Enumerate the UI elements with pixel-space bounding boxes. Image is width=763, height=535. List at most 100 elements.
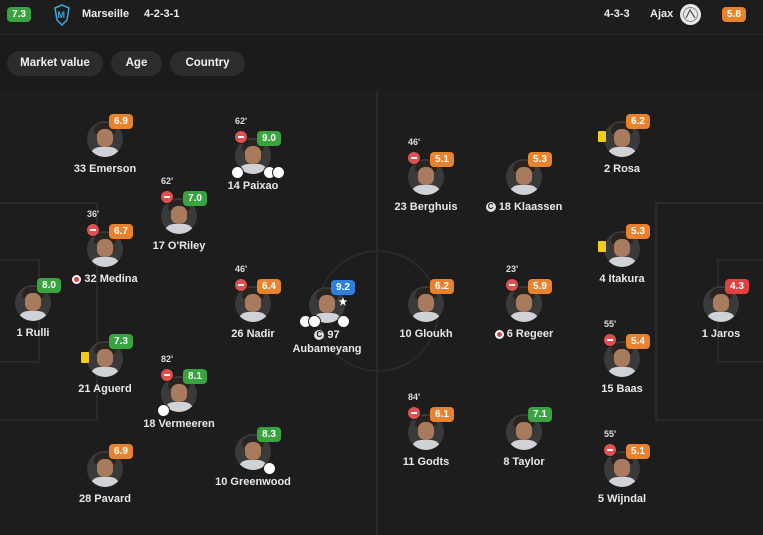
player-rating: 6.1 xyxy=(430,407,454,422)
player-rating: 5.3 xyxy=(528,152,552,167)
player-rating: 6.2 xyxy=(626,114,650,129)
sub-off-icon xyxy=(234,130,248,144)
sub-time: 82' xyxy=(161,354,174,364)
player-name: 21 Aguerd xyxy=(78,383,132,395)
player-name: 32 Medina xyxy=(25,273,185,285)
player-name: 14 Paixao xyxy=(227,180,279,192)
player-avatar xyxy=(87,341,123,377)
sub-off-icon xyxy=(603,443,617,457)
away-team-name[interactable]: Ajax xyxy=(650,8,674,20)
player-rating: 6.2 xyxy=(430,279,454,294)
assist-boot-icon xyxy=(308,315,321,328)
home-team-rating: 7.3 xyxy=(7,7,31,22)
home-team-name[interactable]: Marseille xyxy=(82,8,130,20)
goal-ball-icon xyxy=(272,166,285,179)
player-name: 26 Nadir xyxy=(231,328,275,340)
pitch xyxy=(0,91,763,535)
player-avatar xyxy=(703,286,739,322)
player-rating: 9.0 xyxy=(257,131,281,146)
captain-icon: C xyxy=(485,202,496,213)
player-avatar xyxy=(87,121,123,157)
left-penalty-box xyxy=(0,202,98,421)
ajax-crest-icon xyxy=(680,4,701,25)
player-rating: 5.9 xyxy=(528,279,552,294)
player-rating: 5.3 xyxy=(626,224,650,239)
player-rating: 6.7 xyxy=(109,224,133,239)
player-rating: 9.2 ★ xyxy=(331,280,355,308)
player-name: 28 Pavard xyxy=(79,493,131,505)
player-name: 18 Vermeeren xyxy=(143,418,215,430)
player-name: 2 Rosa xyxy=(603,163,641,175)
sub-time: 55' xyxy=(604,319,617,329)
player-name: 17 O'Riley xyxy=(152,240,206,252)
sub-time: 23' xyxy=(506,264,519,274)
player-name: 15 Baas xyxy=(601,383,643,395)
country-filter[interactable]: Country xyxy=(170,51,245,76)
player-rating: 5.1 xyxy=(430,152,454,167)
player-avatar xyxy=(87,231,123,267)
sub-time: 55' xyxy=(604,429,617,439)
goal-ball-icon xyxy=(337,315,350,328)
player-avatar xyxy=(15,285,51,321)
red-marker-icon xyxy=(494,329,504,339)
player-name: 11 Godts xyxy=(402,456,450,468)
sub-time: 46' xyxy=(235,264,248,274)
player-rating: 6.9 xyxy=(109,444,133,459)
assist-boot-icon xyxy=(231,166,244,179)
captain-icon: C xyxy=(314,330,325,341)
player-name: 10 Gloukh xyxy=(399,328,453,340)
sub-time: 46' xyxy=(408,137,421,147)
player-name: Aubameyang xyxy=(292,343,362,355)
sub-time: 36' xyxy=(87,209,100,219)
player-name: 1 Jaros xyxy=(701,328,741,340)
away-team-rating: 5.8 xyxy=(722,7,746,22)
sub-off-icon xyxy=(603,333,617,347)
marseille-crest-icon: M xyxy=(53,4,71,27)
player-avatar xyxy=(506,286,542,322)
sub-time: 62' xyxy=(161,176,174,186)
sub-off-icon xyxy=(160,190,174,204)
player-rating: 8.1 xyxy=(183,369,207,384)
yellow-card-icon xyxy=(598,131,606,142)
player-name: 8 Taylor xyxy=(503,456,545,468)
player-avatar xyxy=(87,451,123,487)
assist-boot-icon xyxy=(157,404,170,417)
player-name: 5 Wijndal xyxy=(597,493,647,505)
sub-time: 84' xyxy=(408,392,421,402)
svg-text:M: M xyxy=(58,10,66,20)
yellow-card-icon xyxy=(598,241,606,252)
sub-time: 62' xyxy=(235,116,248,126)
player-rating: 6.4 xyxy=(257,279,281,294)
player-rating: 7.1 xyxy=(528,407,552,422)
player-avatar xyxy=(408,414,444,450)
sub-off-icon xyxy=(234,278,248,292)
player-rating: 8.3 xyxy=(257,427,281,442)
player-rating: 4.3 xyxy=(725,279,749,294)
goal-ball-icon xyxy=(263,462,276,475)
home-formation: 4-2-3-1 xyxy=(144,8,180,20)
player-rating: 6.9 xyxy=(109,114,133,129)
player-name: 6 Regeer xyxy=(444,328,604,340)
player-name: 23 Berghuis xyxy=(394,201,458,213)
right-penalty-box xyxy=(655,202,763,421)
sub-off-icon xyxy=(86,223,100,237)
player-rating: 5.4 xyxy=(626,334,650,349)
player-rating: 7.3 xyxy=(109,334,133,349)
red-marker-icon xyxy=(72,274,82,284)
player-avatar xyxy=(161,198,197,234)
sub-off-icon xyxy=(407,151,421,165)
age-filter[interactable]: Age xyxy=(111,51,162,76)
yellow-card-icon xyxy=(81,352,89,363)
filter-bar: Market value Age Country xyxy=(0,35,763,91)
sub-off-icon xyxy=(407,406,421,420)
player-name: 1 Rulli xyxy=(16,327,50,339)
player-avatar xyxy=(235,286,271,322)
player-name: 10 Greenwood xyxy=(215,476,291,488)
sub-off-icon xyxy=(160,368,174,382)
player-name: 4 Itakura xyxy=(599,273,645,285)
player-rating: 8.0 xyxy=(37,278,61,293)
player-rating: 5.1 xyxy=(626,444,650,459)
market-value-filter[interactable]: Market value xyxy=(7,51,103,76)
player-name: 33 Emerson xyxy=(73,163,137,175)
